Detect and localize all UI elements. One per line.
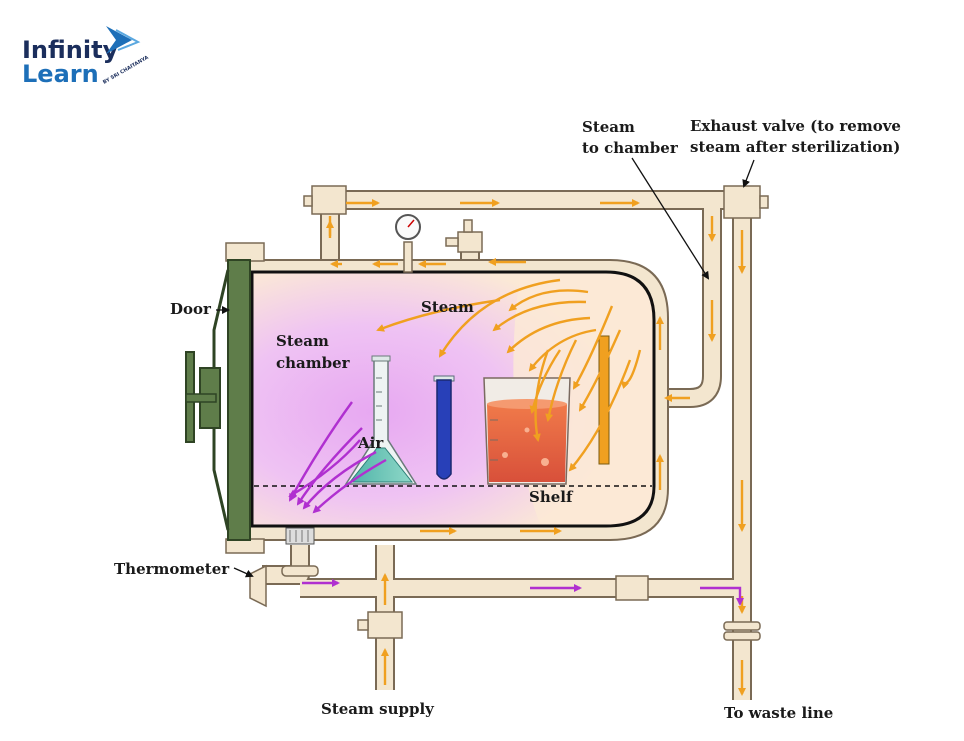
callout-pointers	[216, 157, 755, 578]
test-tube	[433, 375, 455, 480]
steam-supply-valve	[357, 611, 403, 639]
label-air: Air	[357, 434, 384, 452]
steam-flow-arrows	[326, 199, 746, 696]
diagram-labels: Steam to chamber Exhaust valve (to remov…	[114, 117, 901, 722]
exhaust-valve	[723, 185, 769, 219]
label-steam-to-chamber-line2: to chamber	[582, 139, 679, 157]
label-door: Door	[170, 300, 212, 318]
label-steam-supply: Steam supply	[321, 700, 435, 718]
label-exhaust-line2: steam after sterilization)	[690, 138, 900, 156]
brand-logo: Infinity Learn BY SRI CHAITANYA	[22, 26, 150, 88]
label-steam: Steam	[421, 298, 474, 316]
baffle-plate	[598, 335, 610, 465]
logo-line1: Infinity	[22, 36, 119, 64]
label-steam-chamber-line2: chamber	[276, 354, 351, 372]
drain-valve	[615, 575, 649, 601]
logo-chevron-icon	[106, 26, 132, 54]
logo-line2: Learn	[22, 60, 99, 88]
label-thermometer: Thermometer	[114, 560, 230, 578]
safety-valve	[445, 219, 483, 253]
door	[185, 259, 251, 541]
thermometer-fitting	[249, 527, 319, 608]
waste-line-coupling	[723, 621, 761, 641]
label-steam-chamber-line1: Steam	[276, 332, 329, 350]
label-steam-to-chamber-line1: Steam	[582, 118, 635, 136]
top-left-valve	[303, 185, 347, 215]
beaker	[483, 377, 571, 485]
label-shelf: Shelf	[529, 488, 574, 506]
label-exhaust-line1: Exhaust valve (to remove	[690, 117, 901, 135]
pressure-gauge	[395, 214, 421, 273]
label-waste-line: To waste line	[724, 704, 833, 722]
logo-spark-icon	[115, 29, 141, 51]
air-flow-arrows	[288, 401, 744, 606]
